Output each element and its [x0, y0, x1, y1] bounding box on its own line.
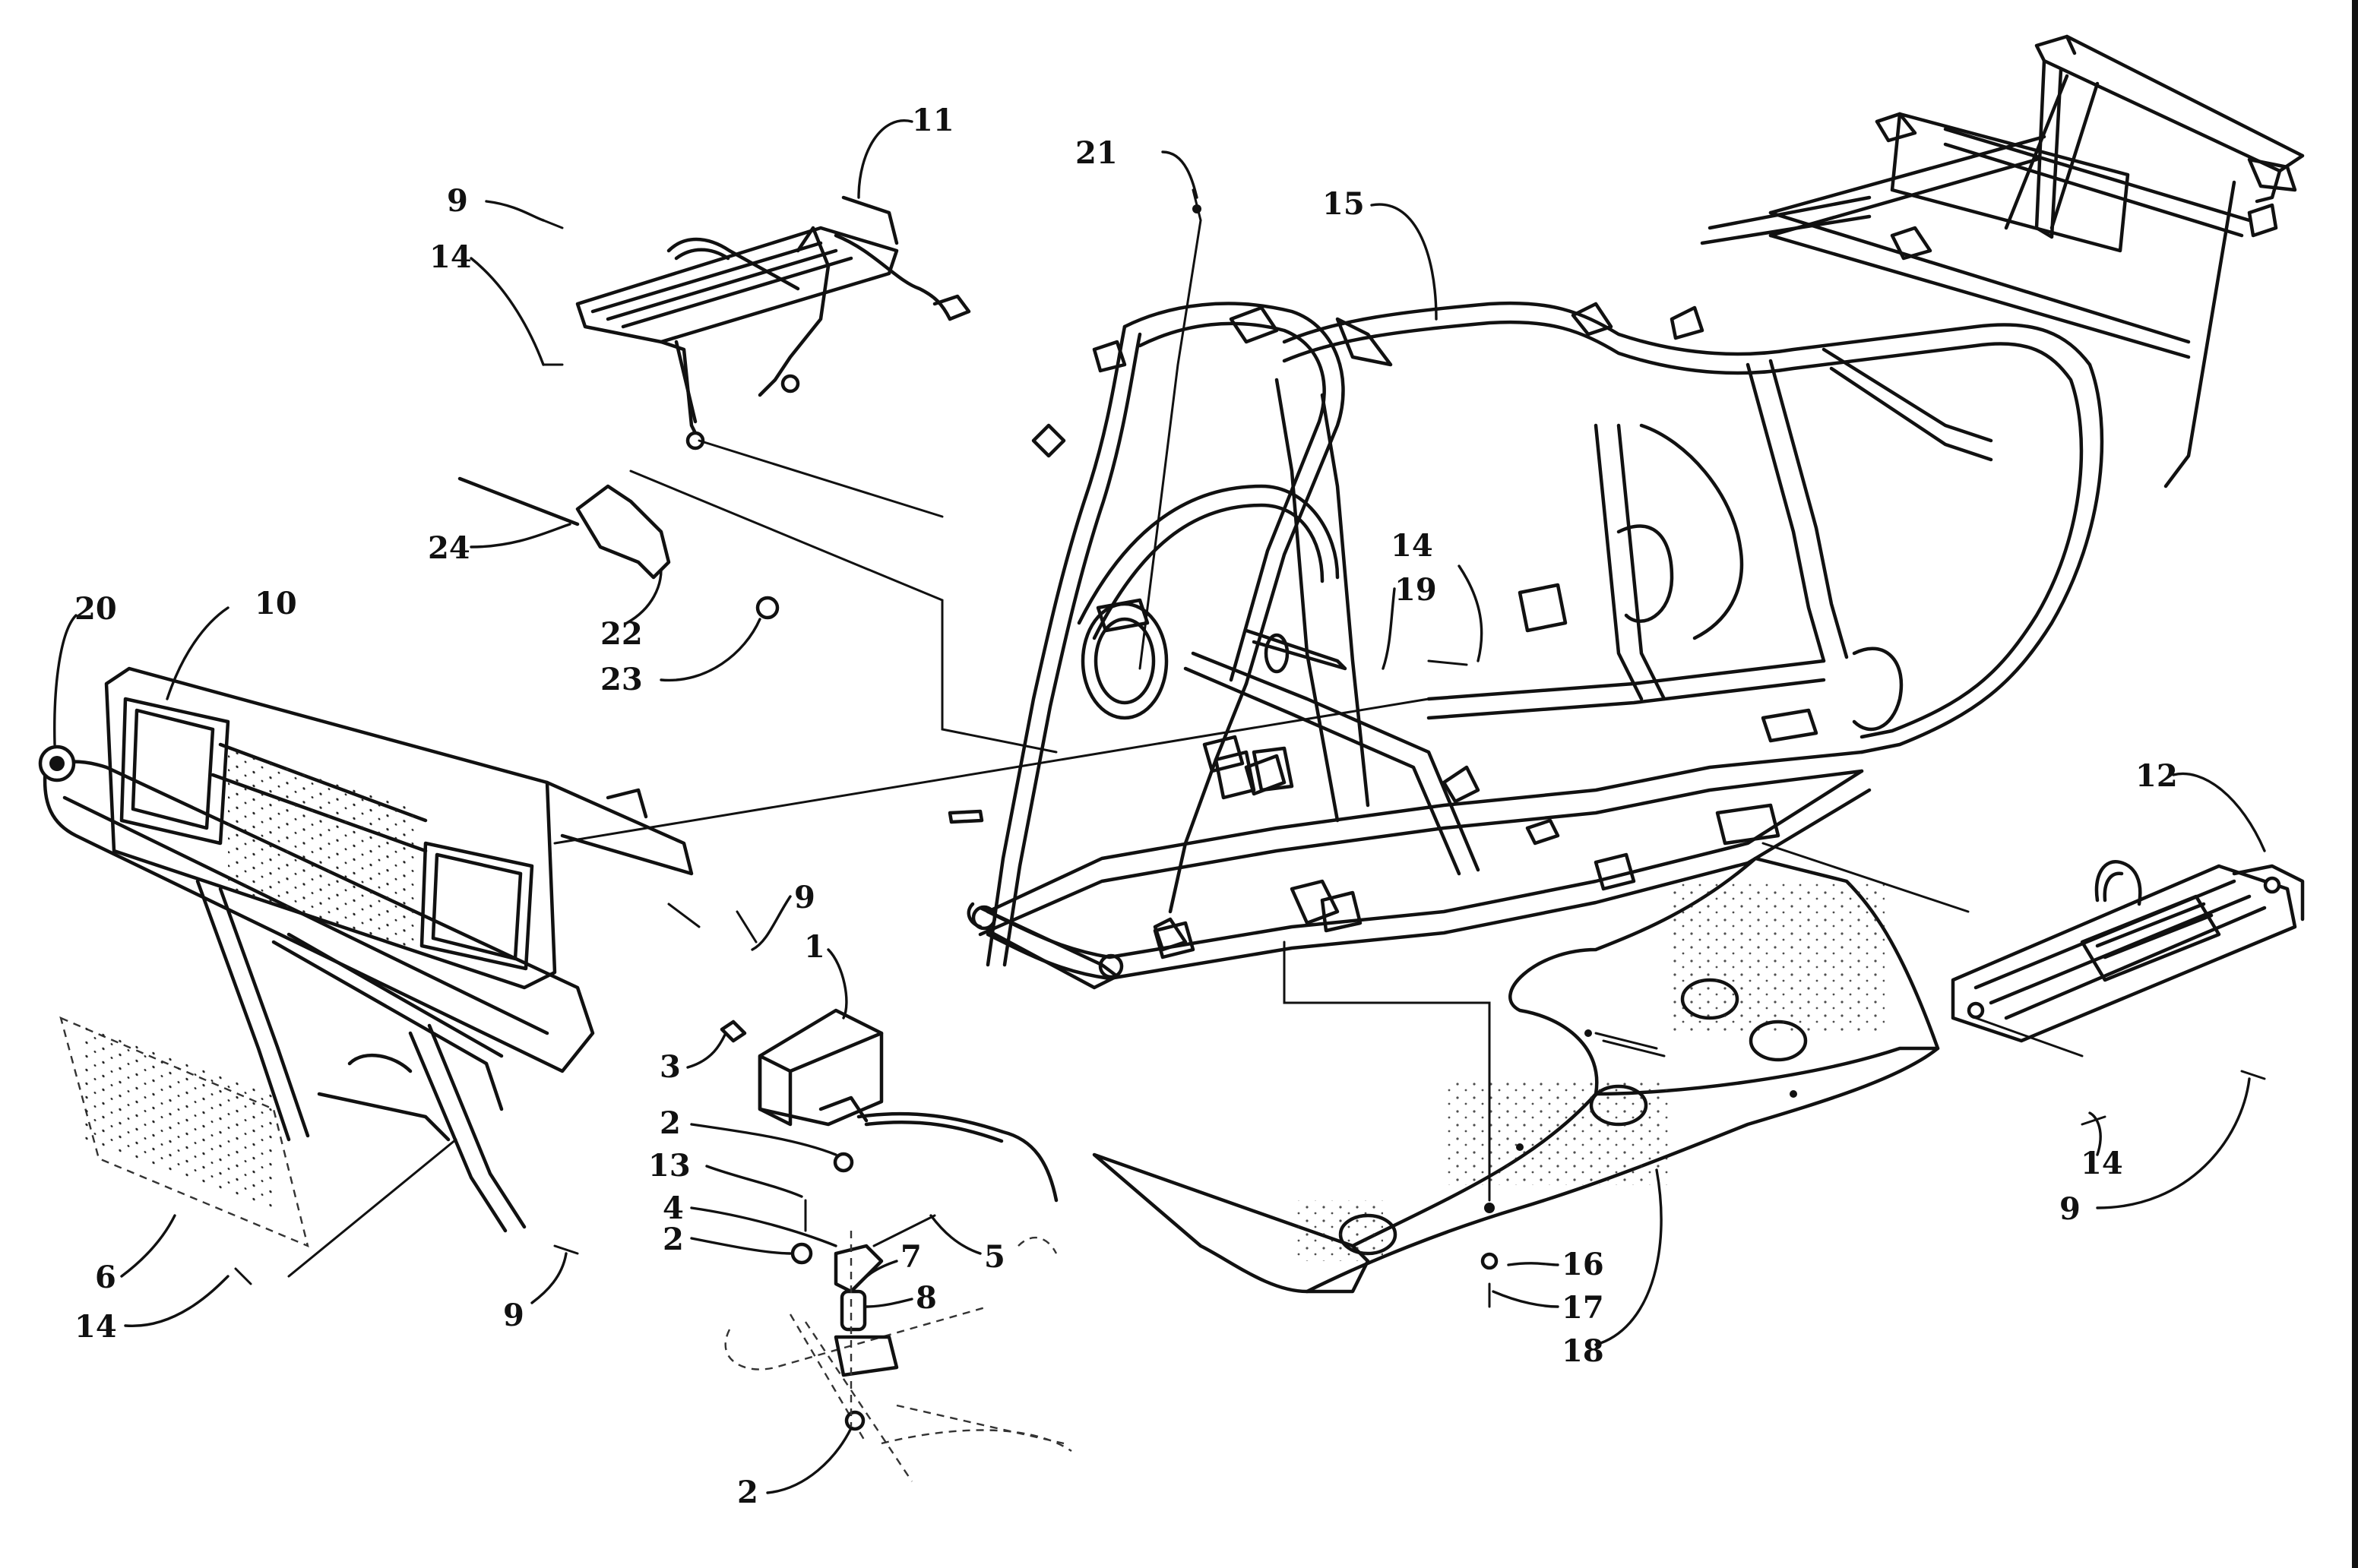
callout-4: 4	[663, 1190, 684, 1226]
callout-5: 5	[984, 1239, 1005, 1275]
callout-leaders	[53, 119, 2266, 1494]
callout-6: 6	[95, 1260, 116, 1295]
callout-12: 12	[2135, 758, 2178, 794]
callout-20: 20	[74, 591, 117, 627]
lamp-assembly	[720, 1008, 1072, 1482]
callout-2-lower: 2	[663, 1222, 684, 1257]
front-bumper-assembly	[38, 666, 694, 1233]
callout-13: 13	[648, 1148, 691, 1184]
callout-23: 23	[600, 662, 643, 697]
hardware-items	[234, 188, 2266, 1308]
right-footrest	[1951, 860, 2305, 1043]
callout-14: 14	[429, 239, 472, 275]
callout-2-bottom: 2	[737, 1475, 758, 1510]
callout-14-right: 14	[1391, 528, 1433, 564]
skid-plate	[1092, 856, 1940, 1294]
page-edge	[2352, 0, 2358, 1568]
callout-10: 10	[255, 586, 297, 621]
callout-7: 7	[900, 1239, 922, 1275]
left-footrest	[575, 195, 971, 450]
front-grille-panel	[59, 1016, 309, 1248]
main-frame	[948, 34, 2305, 990]
callout-3: 3	[660, 1049, 681, 1085]
callout-9-bumper: 9	[794, 880, 815, 915]
callout-1: 1	[804, 929, 825, 965]
callout-18: 18	[1562, 1333, 1604, 1369]
callout-15: 15	[1322, 186, 1365, 222]
callout-9-footrest: 9	[2059, 1191, 2081, 1227]
callout-2: 2	[660, 1105, 681, 1141]
callout-14-left: 14	[74, 1309, 117, 1345]
callout-19: 19	[1394, 572, 1437, 608]
callout-labels: 11 21 15 9 14 24 22 23 20 10 14 19 12 9 …	[74, 103, 2178, 1510]
callout-9-left: 9	[503, 1298, 524, 1333]
callout-9: 9	[447, 183, 468, 219]
callout-16: 16	[1562, 1247, 1604, 1282]
callout-17: 17	[1562, 1290, 1604, 1326]
callout-11: 11	[912, 103, 954, 138]
callout-8: 8	[916, 1280, 937, 1316]
callout-21: 21	[1075, 135, 1118, 171]
callout-22: 22	[600, 616, 643, 652]
callout-14-footrest: 14	[2081, 1146, 2123, 1181]
stipple-pattern-grille	[228, 746, 418, 953]
assembly-lines	[287, 219, 2084, 1278]
callout-24: 24	[428, 530, 470, 566]
